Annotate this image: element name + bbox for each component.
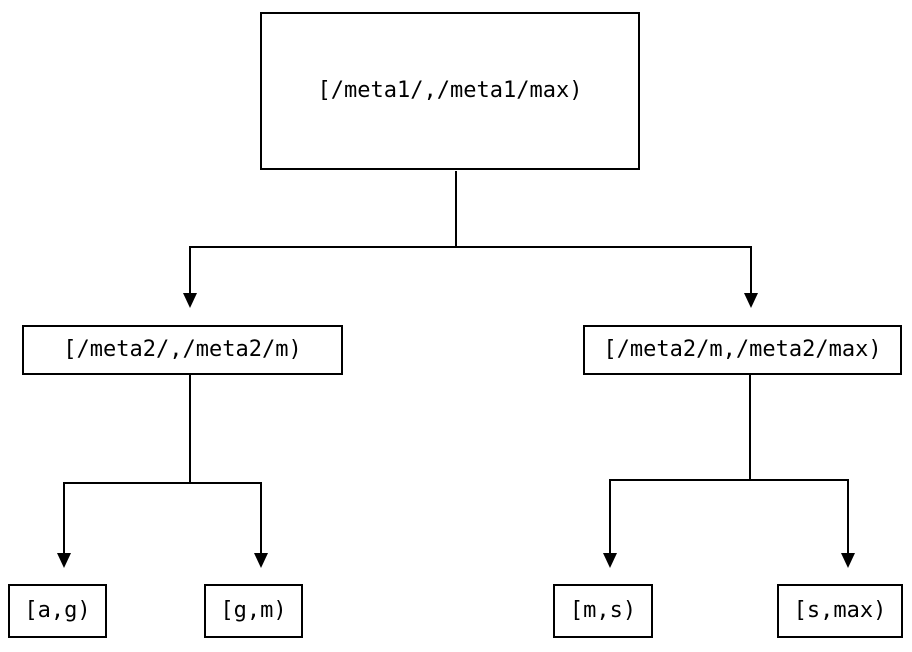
- arrowhead-down-icon: [603, 553, 617, 568]
- edge-root-to-right: [744, 246, 758, 308]
- node-leaf-ms: [m,s): [553, 584, 653, 638]
- edge-right-to-leaves: [610, 375, 848, 481]
- node-right-label: [/meta2/m,/meta2/max): [603, 337, 882, 362]
- arrowhead-down-icon: [57, 553, 71, 568]
- node-leaf-smax: [s,max): [777, 584, 903, 638]
- node-leaf-ag: [a,g): [8, 584, 107, 638]
- edge-left-to-leaves: [64, 375, 261, 484]
- node-leaf-gm: [g,m): [204, 584, 303, 638]
- node-right-subtree: [/meta2/m,/meta2/max): [583, 325, 902, 375]
- edge-left-to-leaf-ag: [57, 482, 71, 568]
- node-leaf-gm-label: [g,m): [220, 598, 287, 623]
- node-leaf-ms-label: [m,s): [569, 598, 637, 623]
- edge-left-to-leaf-gm: [254, 482, 268, 568]
- arrowhead-down-icon: [744, 293, 758, 308]
- arrowhead-down-icon: [254, 553, 268, 568]
- node-root-label: [/meta1/,/meta1/max): [317, 78, 583, 103]
- edge-right-to-leaf-ms: [603, 479, 617, 568]
- node-leaf-smax-label: [s,max): [793, 598, 887, 623]
- arrowhead-down-icon: [841, 553, 855, 568]
- node-root: [/meta1/,/meta1/max): [260, 12, 640, 170]
- arrowhead-down-icon: [183, 293, 197, 308]
- edge-root-to-left: [183, 246, 197, 308]
- node-left-subtree: [/meta2/,/meta2/m): [22, 325, 343, 375]
- node-leaf-ag-label: [a,g): [24, 598, 91, 623]
- edge-root-to-left-and-right: [190, 171, 751, 248]
- edge-right-to-leaf-smax: [841, 479, 855, 568]
- node-left-label: [/meta2/,/meta2/m): [63, 337, 302, 362]
